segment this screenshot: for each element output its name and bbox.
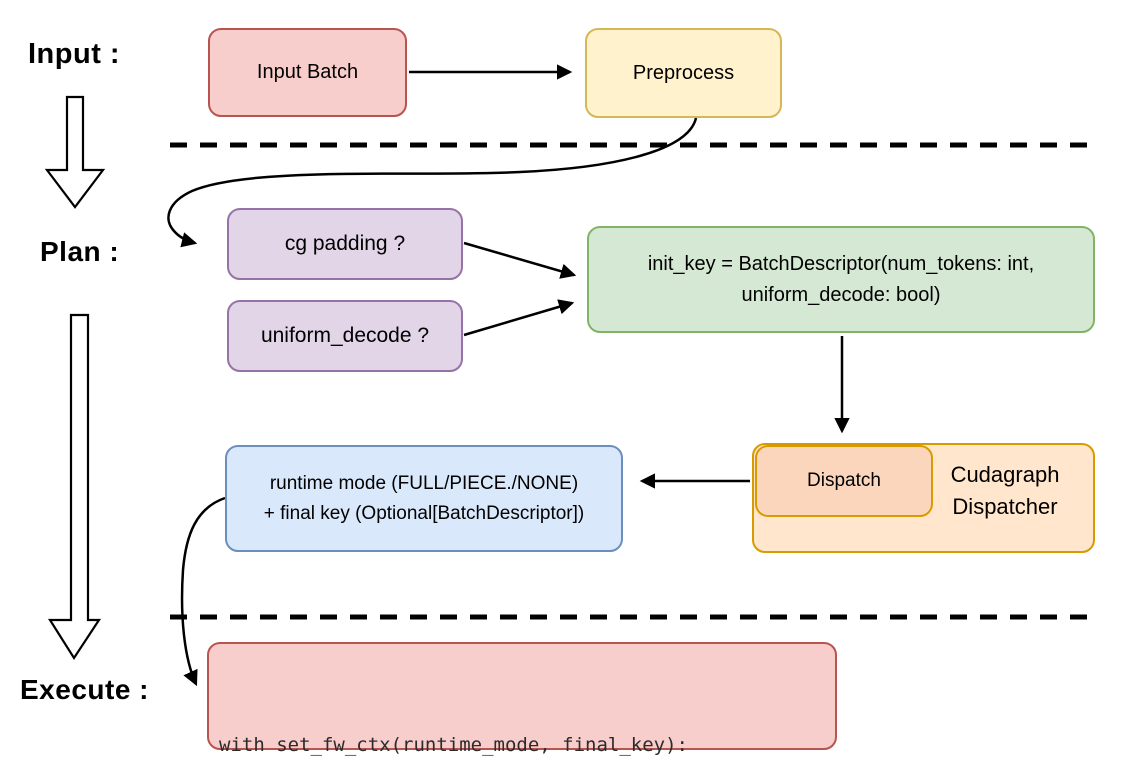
node-runtime-mode: runtime mode (FULL/PIECE./NONE) + final …: [225, 445, 623, 552]
node-dispatch-label: Dispatch: [807, 470, 881, 491]
edge-runtimemode-execute: [180, 496, 226, 687]
dispatcher-label-line2: Dispatcher: [952, 494, 1058, 519]
node-runtime-mode-line2: + final key (Optional[BatchDescriptor]): [263, 502, 585, 524]
node-runtime-mode-line1: runtime mode (FULL/PIECE./NONE): [269, 472, 579, 494]
input-stage-arrow: [44, 95, 106, 209]
node-preprocess-label: Preprocess: [632, 61, 735, 84]
node-cg-padding-label: cg padding ?: [284, 232, 406, 255]
edge-preprocess-cgpadding: [167, 117, 698, 248]
edge-cgpadding-initkey: [463, 241, 577, 279]
execute-code-line1: with set_fw_ctx(runtime_mode, final_key)…: [219, 734, 688, 756]
node-input-batch: Input Batch: [208, 28, 407, 117]
node-dispatch: Dispatch: [755, 445, 933, 517]
node-preprocess: Preprocess: [585, 28, 782, 118]
node-execute-code: with set_fw_ctx(runtime_mode, final_key)…: [207, 642, 837, 756]
node-init-key: init_key = BatchDescriptor(num_tokens: i…: [587, 226, 1095, 333]
node-init-key-line2: uniform_decode: bool): [741, 283, 941, 306]
stage-label-input: Input :: [28, 38, 121, 70]
node-cg-padding: cg padding ?: [227, 208, 463, 280]
plan-stage-arrow: [48, 313, 102, 661]
node-uniform-decode-label: uniform_decode ?: [260, 324, 430, 347]
dispatcher-label-line1: Cudagraph: [950, 462, 1060, 487]
node-input-batch-label: Input Batch: [256, 61, 359, 83]
stage-label-plan: Plan :: [40, 236, 120, 267]
node-cudagraph-dispatcher-label: Cudagraph Dispatcher: [925, 459, 1085, 523]
node-init-key-line1: init_key = BatchDescriptor(num_tokens: i…: [647, 252, 1035, 275]
stage-label-execute: Execute :: [20, 674, 149, 705]
node-uniform-decode: uniform_decode ?: [227, 300, 463, 372]
edge-uniformdecode-initkey: [463, 299, 575, 337]
